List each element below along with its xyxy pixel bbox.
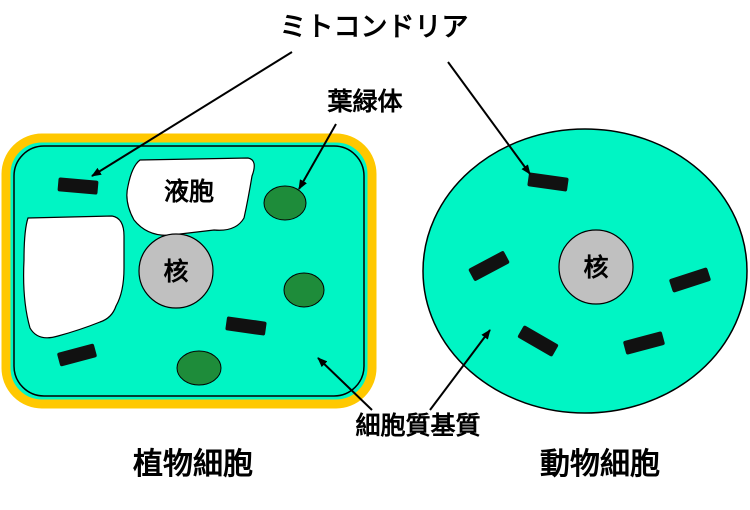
vacuole-left	[23, 215, 125, 339]
animal-nucleus	[558, 229, 634, 305]
plant-mitochondrion-2	[225, 316, 267, 336]
arrow-cytoplasm-plant	[317, 357, 373, 411]
vacuole-upper	[126, 157, 255, 236]
arrow-chloroplast	[298, 123, 337, 190]
label-chloroplast: 葉緑体	[326, 87, 403, 116]
label-cytoplasm-matrix: 細胞質基質	[355, 411, 480, 440]
plant-nucleus	[138, 233, 214, 309]
plant-cell	[1, 133, 377, 409]
arrow-mitochondria-plant	[91, 51, 293, 177]
plant-cell-membrane	[13, 145, 365, 397]
label-mitochondria: ミトコンドリア	[280, 12, 469, 43]
plant-mitochondrion-1	[57, 177, 99, 195]
animal-mitochondrion-3	[669, 267, 711, 293]
animal-mitochondrion-5	[623, 331, 665, 355]
leader-arrows	[91, 51, 531, 411]
animal-cell	[422, 128, 748, 414]
plant-mitochondrion-3	[57, 343, 97, 367]
label-animal-cell: 動物細胞	[540, 447, 660, 482]
label-vacuole: 液胞	[164, 177, 214, 206]
animal-mitochondrion-1	[527, 172, 569, 192]
animal-mitochondrion-2	[468, 251, 510, 281]
chloroplast-3	[176, 350, 222, 386]
label-nucleus-animal: 核	[583, 253, 608, 282]
label-nucleus-plant: 核	[163, 257, 188, 286]
animal-mitochondrion-4	[517, 325, 559, 357]
arrow-cytoplasm-animal	[429, 329, 491, 411]
arrow-mitochondria-animal	[447, 61, 531, 175]
chloroplast-2	[283, 272, 325, 308]
label-plant-cell: 植物細胞	[133, 447, 253, 482]
chloroplast-1	[263, 185, 307, 221]
